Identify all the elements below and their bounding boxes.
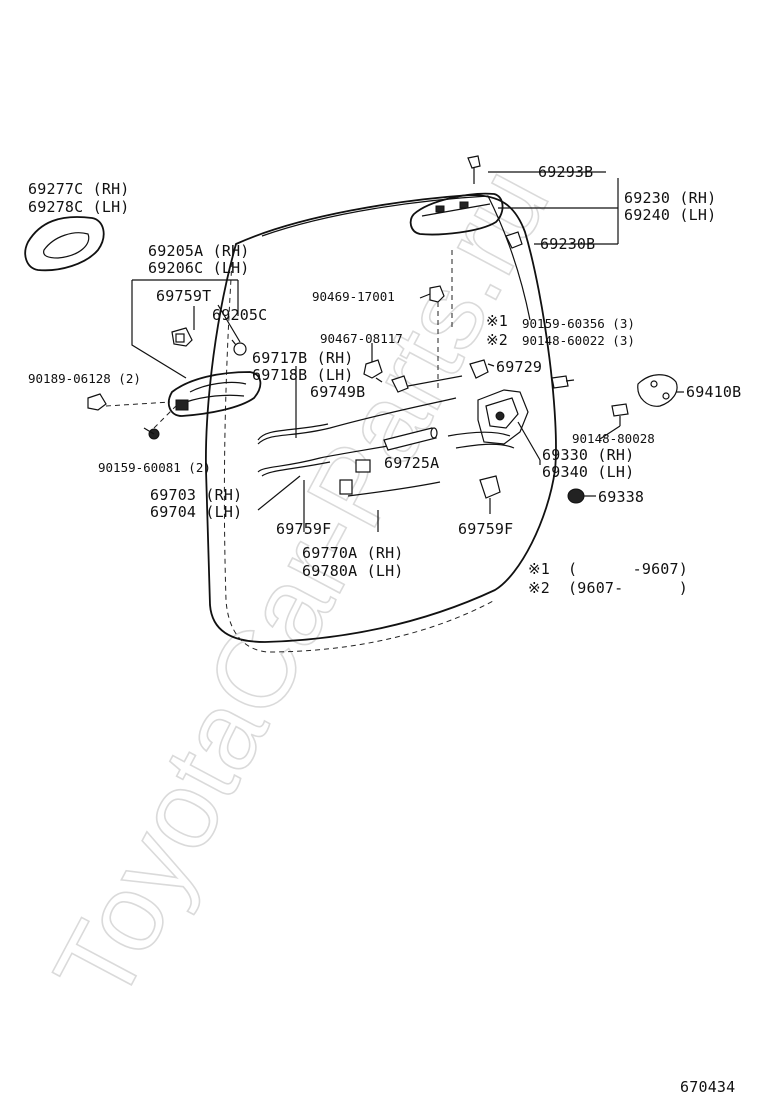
label-69338: 69338 xyxy=(598,488,644,506)
inside-handle-69205a xyxy=(168,371,262,417)
label-69703: 69703 (RH) xyxy=(150,486,242,504)
rod-69770a xyxy=(303,459,441,532)
legend-mark-1: ※1 xyxy=(528,560,550,578)
label-69410b: 69410B xyxy=(686,383,741,401)
bracket-69230 xyxy=(488,171,619,245)
label-69230b: 69230B xyxy=(540,235,595,253)
label-69205c: 69205C xyxy=(212,306,267,324)
legend-mark-2: ※2 xyxy=(528,579,550,597)
striker-69410b xyxy=(637,374,678,407)
label-69230: 69230 (RH) xyxy=(624,189,716,207)
clip-69293b xyxy=(467,155,481,184)
bezel-69277c xyxy=(24,216,105,272)
label-69725a: 69725A xyxy=(384,454,439,472)
label-69729: 69729 xyxy=(496,358,542,376)
label-m2: ※2 xyxy=(486,331,508,349)
pad-69230b xyxy=(505,231,523,249)
label-69759f-right: 69759F xyxy=(458,520,513,538)
label-90148-80028: 90148-80028 xyxy=(572,431,655,446)
clip-69729 xyxy=(469,359,489,379)
plug-69205c xyxy=(231,339,247,356)
clip-90467 xyxy=(363,359,383,379)
screw-90159-60356 xyxy=(551,375,575,389)
screw-90148-80028 xyxy=(611,403,629,426)
legend-range-1: ( -9607) xyxy=(568,560,688,578)
outside-handle-69230 xyxy=(409,192,504,236)
label-90189: 90189-06128 (2) xyxy=(28,371,141,386)
svg-text:ToyotaCar-Parts.ru: ToyotaCar-Parts.ru xyxy=(31,148,573,1021)
part-labels: 69277C (RH) 69278C (LH) 69205A (RH) 6920… xyxy=(28,163,741,580)
label-69293b: 69293B xyxy=(538,163,593,181)
clip-69759f-right xyxy=(479,475,501,514)
leader-lines xyxy=(217,293,684,465)
clip-90469 xyxy=(429,285,445,392)
label-90148-60022: 90148-60022 (3) xyxy=(522,333,635,348)
label-69240: 69240 (LH) xyxy=(624,206,716,224)
label-69278c: 69278C (LH) xyxy=(28,198,130,216)
screw-90159-60081 xyxy=(143,405,177,440)
legend: ※1 ( -9607) ※2 (9607- ) xyxy=(528,560,688,597)
label-69330: 69330 (RH) xyxy=(542,446,634,464)
label-69206c: 69206C (LH) xyxy=(148,259,250,277)
door-lock-69330 xyxy=(447,389,529,449)
label-69780a: 69780A (LH) xyxy=(302,562,404,580)
handle-bracket-lines xyxy=(131,279,239,379)
label-69759f-left: 69759F xyxy=(276,520,331,538)
cover-69338 xyxy=(567,488,596,504)
label-90159-60081: 90159-60081 (2) xyxy=(98,460,211,475)
clip-69749b xyxy=(391,375,463,393)
label-69717b: 69717B (RH) xyxy=(252,349,354,367)
label-69759t: 69759T xyxy=(156,287,211,305)
legend-range-2: (9607- ) xyxy=(568,579,688,597)
label-69718b: 69718B (LH) xyxy=(252,366,354,384)
watermark: ToyotaCar-Parts.ru xyxy=(30,148,574,1022)
clip-69759t xyxy=(171,327,193,347)
diagram-id: 670434 xyxy=(680,1078,735,1096)
label-69704: 69704 (LH) xyxy=(150,503,242,521)
label-69340: 69340 (LH) xyxy=(542,463,634,481)
label-69770a: 69770A (RH) xyxy=(302,544,404,562)
label-69749b: 69749B xyxy=(310,383,365,401)
label-90159-60356: 90159-60356 (3) xyxy=(522,316,635,331)
sleeve-69725a xyxy=(383,427,438,451)
label-90469: 90469-17001 xyxy=(312,289,395,304)
label-m1: ※1 xyxy=(486,312,508,330)
label-69277c: 69277C (RH) xyxy=(28,180,130,198)
clip-90189 xyxy=(87,393,171,411)
label-90467: 90467-08117 xyxy=(320,331,403,346)
label-69205a: 69205A (RH) xyxy=(148,242,250,260)
